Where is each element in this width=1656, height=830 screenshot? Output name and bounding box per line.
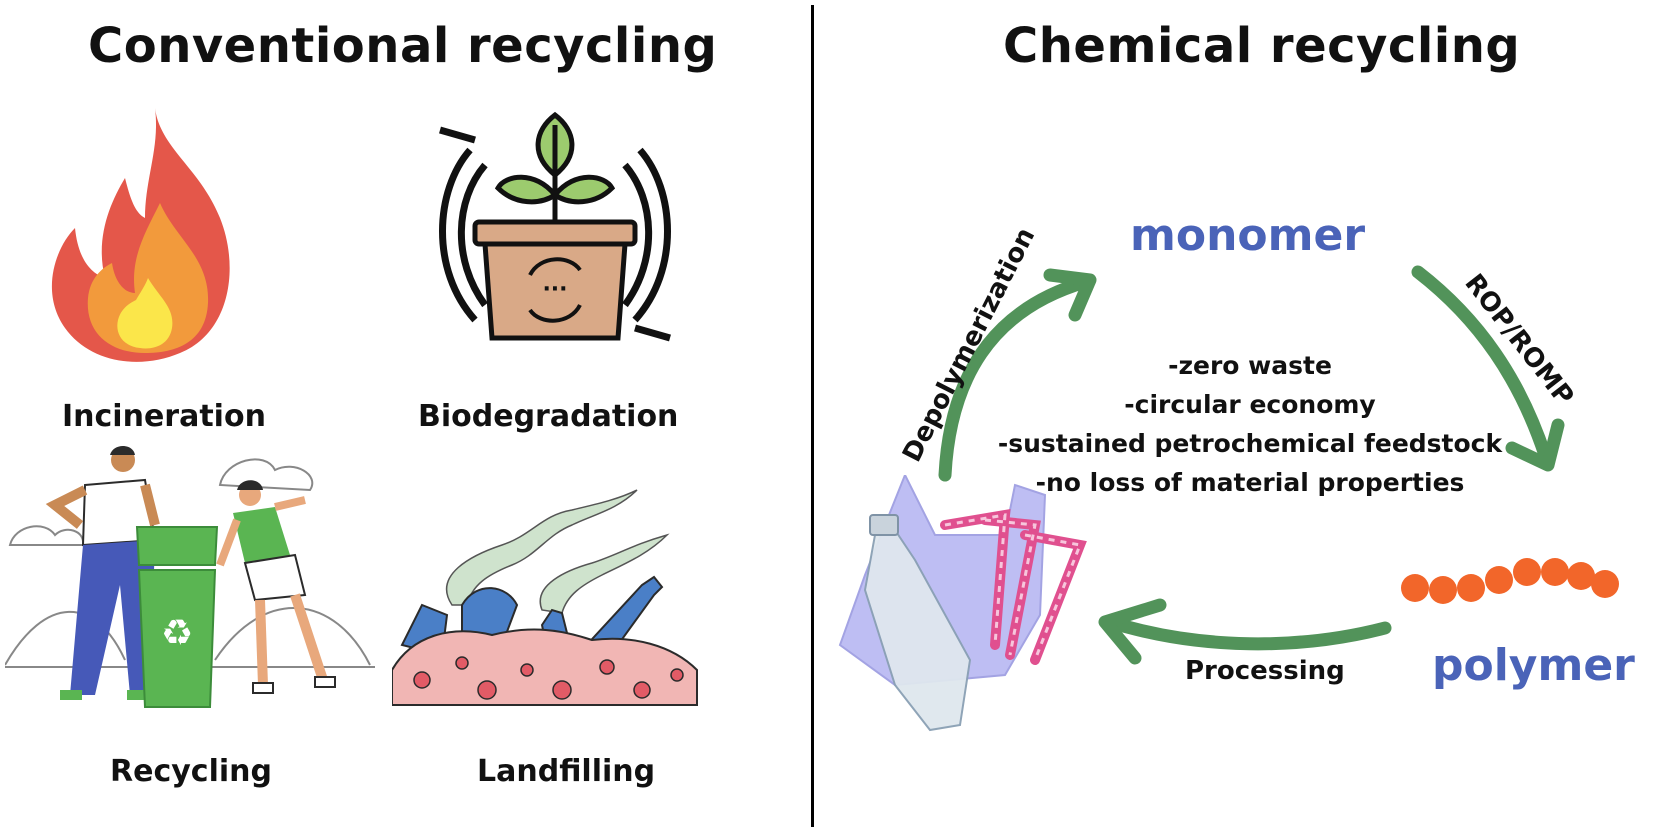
rop-romp-arrow (1411, 265, 1552, 462)
method-label-incineration: Incineration (62, 399, 266, 434)
processing-arrow (1103, 615, 1392, 651)
svg-text:···: ··· (542, 277, 567, 302)
panel-divider (811, 5, 814, 827)
polymer-chain-icon (1401, 558, 1619, 604)
benefit-item: -no loss of material properties (1035, 468, 1465, 497)
svg-text:♻: ♻ (161, 613, 193, 654)
method-label-landfilling: Landfilling (477, 754, 656, 789)
chemical-recycling-title: Chemical recycling (1003, 18, 1521, 74)
fire-icon (51, 108, 230, 362)
landfill-icon (392, 489, 698, 706)
method-label-biodegradation: Biodegradation (418, 399, 679, 434)
conventional-recycling-title: Conventional recycling (88, 18, 718, 74)
method-label-recycling: Recycling (110, 754, 272, 789)
people-recycling-bin-icon: ♻ (5, 446, 375, 708)
benefit-item: -sustained petrochemical feedstock (997, 429, 1503, 458)
depolymerization-arrow (938, 275, 1092, 482)
benefits-list: -zero waste -circular economy -sustained… (990, 346, 1510, 502)
monomer-label: monomer (1130, 210, 1366, 261)
plastic-waste-icon (838, 475, 1087, 732)
polymer-label: polymer (1432, 640, 1635, 691)
processing-label: Processing (1185, 656, 1345, 686)
benefit-item: -circular economy (1124, 390, 1376, 419)
plant-pot-icon: ··· (439, 111, 671, 342)
benefit-item: -zero waste (1168, 351, 1332, 380)
